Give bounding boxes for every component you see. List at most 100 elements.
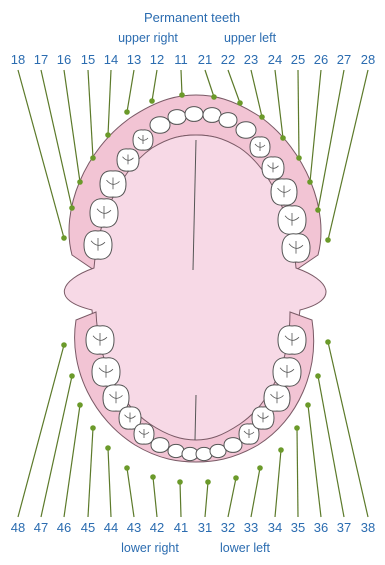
tooth-number-42: 42 <box>150 520 164 535</box>
tooth-number-17: 17 <box>34 52 48 67</box>
leader-line-28 <box>328 70 368 240</box>
tooth-number-31: 31 <box>198 520 212 535</box>
tooth-number-41: 41 <box>174 520 188 535</box>
chart-title: Permanent teeth <box>144 10 240 25</box>
tooth-number-45: 45 <box>81 520 95 535</box>
lower-tooth-shape <box>224 438 242 453</box>
tooth-number-11: 11 <box>174 52 188 67</box>
leader-line-33 <box>251 468 260 517</box>
tooth-number-36: 36 <box>314 520 328 535</box>
tooth-number-34: 34 <box>268 520 282 535</box>
leader-dot-33 <box>257 465 263 471</box>
leader-dot-43 <box>124 465 130 471</box>
tooth-number-15: 15 <box>81 52 95 67</box>
lower-tooth-shape <box>210 444 226 457</box>
upper-tooth-shape <box>236 122 256 139</box>
leader-line-15 <box>88 70 93 158</box>
leader-dot-11 <box>179 92 185 98</box>
leader-dot-26 <box>307 179 313 185</box>
lower-left-label: lower left <box>220 541 271 555</box>
leader-line-25 <box>298 70 299 158</box>
leader-dot-25 <box>296 155 302 161</box>
leader-line-35 <box>297 428 298 517</box>
lower-tooth-shape <box>151 438 169 453</box>
leader-dot-37 <box>315 373 321 379</box>
tooth-number-13: 13 <box>127 52 141 67</box>
leader-dot-47 <box>69 373 75 379</box>
upper-tooth-shape <box>168 110 186 125</box>
leader-line-41 <box>180 482 181 517</box>
leader-dot-41 <box>177 479 183 485</box>
leader-dot-18 <box>61 235 67 241</box>
leader-line-21 <box>205 70 214 97</box>
leader-dot-21 <box>211 94 217 100</box>
upper-left-label: upper left <box>224 31 277 45</box>
upper-right-label: upper right <box>118 31 178 45</box>
leader-line-24 <box>275 70 283 138</box>
leader-line-22 <box>228 70 240 103</box>
tooth-number-48: 48 <box>11 520 25 535</box>
leader-dot-31 <box>205 479 211 485</box>
leader-dot-44 <box>105 445 111 451</box>
leader-line-26 <box>310 70 321 182</box>
leader-dot-14 <box>105 132 111 138</box>
leader-dot-45 <box>90 425 96 431</box>
tooth-number-32: 32 <box>221 520 235 535</box>
leader-dot-36 <box>305 402 311 408</box>
lower-numbers-group: 48474645444342413132333435363738 <box>11 520 375 535</box>
upper-tooth-shape <box>150 117 170 134</box>
leader-line-34 <box>275 450 281 517</box>
tooth-number-44: 44 <box>104 520 118 535</box>
leader-dot-23 <box>259 114 265 120</box>
leader-line-31 <box>205 482 208 517</box>
tooth-number-35: 35 <box>291 520 305 535</box>
tooth-number-43: 43 <box>127 520 141 535</box>
tooth-number-37: 37 <box>337 520 351 535</box>
leader-dot-46 <box>77 402 83 408</box>
tooth-number-28: 28 <box>361 52 375 67</box>
leader-line-38 <box>328 342 368 517</box>
tooth-number-16: 16 <box>57 52 71 67</box>
leader-dot-17 <box>69 205 75 211</box>
leader-line-14 <box>108 70 111 135</box>
leader-dot-32 <box>233 475 239 481</box>
leader-line-46 <box>64 405 80 517</box>
leader-dot-34 <box>278 447 284 453</box>
tooth-number-26: 26 <box>314 52 328 67</box>
leader-line-32 <box>228 478 236 517</box>
tooth-number-23: 23 <box>244 52 258 67</box>
leader-line-43 <box>127 468 134 517</box>
tooth-number-14: 14 <box>104 52 118 67</box>
tooth-number-24: 24 <box>268 52 282 67</box>
leader-dot-13 <box>124 109 130 115</box>
tooth-number-38: 38 <box>361 520 375 535</box>
tooth-number-46: 46 <box>57 520 71 535</box>
leader-dot-15 <box>90 155 96 161</box>
upper-tooth-shape <box>185 107 203 122</box>
tooth-number-21: 21 <box>198 52 212 67</box>
leader-dot-16 <box>77 179 83 185</box>
tooth-number-18: 18 <box>11 52 25 67</box>
leader-dot-27 <box>315 207 321 213</box>
lower-right-label: lower right <box>121 541 179 555</box>
lower-tooth-shape <box>168 444 184 457</box>
leader-line-18 <box>18 70 64 238</box>
leader-dot-35 <box>294 425 300 431</box>
leader-dot-38 <box>325 339 331 345</box>
leader-line-13 <box>127 70 134 112</box>
tooth-number-47: 47 <box>34 520 48 535</box>
tooth-number-12: 12 <box>150 52 164 67</box>
leader-line-12 <box>152 70 157 101</box>
leader-line-44 <box>108 448 111 517</box>
leader-dot-22 <box>237 100 243 106</box>
leader-line-45 <box>88 428 93 517</box>
leader-line-16 <box>64 70 80 182</box>
tooth-number-22: 22 <box>221 52 235 67</box>
leader-dot-24 <box>280 135 286 141</box>
leader-dot-12 <box>149 98 155 104</box>
leader-dot-48 <box>61 342 67 348</box>
tooth-number-25: 25 <box>291 52 305 67</box>
leader-line-48 <box>18 345 64 517</box>
